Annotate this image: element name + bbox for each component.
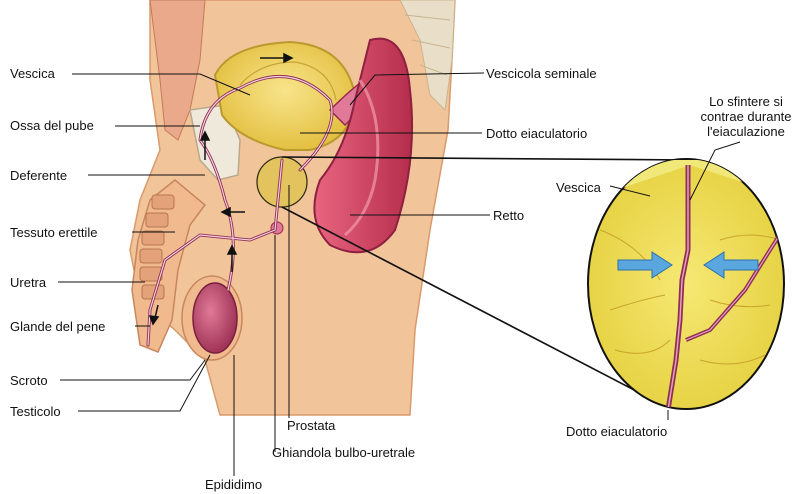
label-ossa-del-pube: Ossa del pube [10,118,94,133]
label-prostata: Prostata [287,418,335,433]
label-epididimo: Epididimo [205,477,262,492]
testis [193,283,237,353]
label-deferente: Deferente [10,168,67,183]
label-retto: Retto [493,208,524,223]
label-inset-vescica: Vescica [556,180,601,195]
label-sfintere: Lo sfintere si contrae durante l'eiacula… [690,94,802,139]
label-ghiandola-bulbo-uretrale: Ghiandola bulbo-uretrale [272,445,415,460]
label-inset-dotto-eiaculatorio: Dotto eiaculatorio [566,424,667,439]
label-vescica: Vescica [10,66,55,81]
label-glande-del-pene: Glande del pene [10,319,105,334]
label-dotto-eiaculatorio: Dotto eiaculatorio [486,126,587,141]
label-testicolo: Testicolo [10,404,61,419]
label-uretra: Uretra [10,275,46,290]
label-scroto: Scroto [10,373,48,388]
label-tessuto-erettile: Tessuto erettile [10,225,97,240]
label-vescicola-seminale: Vescicola seminale [486,66,597,81]
inset-magnified-view [588,159,786,410]
